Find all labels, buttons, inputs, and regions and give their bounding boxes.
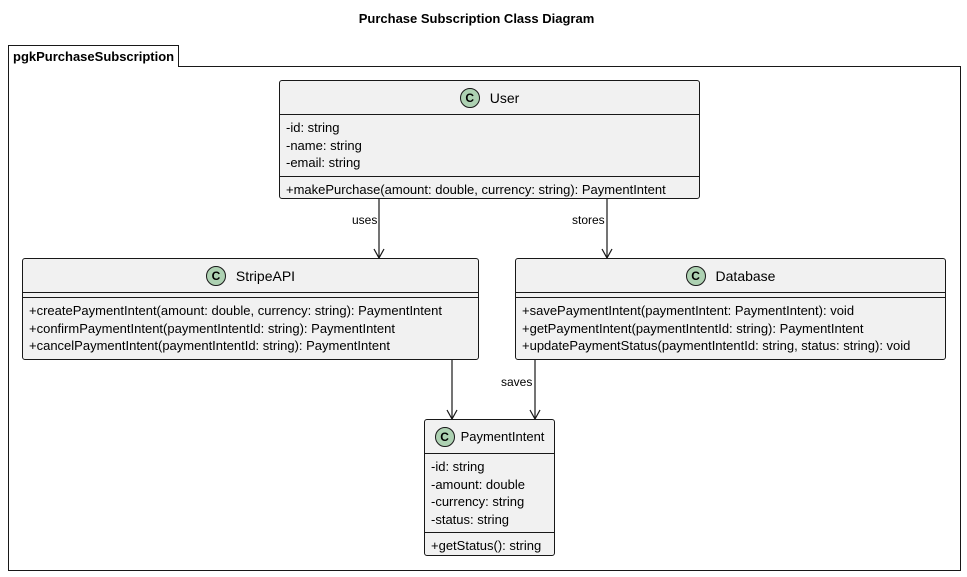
class-attribute: -amount: double — [431, 476, 525, 492]
class-method: +savePaymentIntent(paymentIntent: Paymen… — [522, 303, 855, 318]
relation-label-uses: uses — [352, 213, 378, 227]
class-attribute: -id: string — [286, 120, 340, 135]
class-methods: +getStatus(): string — [425, 533, 554, 559]
class-stripeapi: C StripeAPI +createPaymentIntent(amount:… — [22, 258, 479, 360]
class-method: +makePurchase(amount: double, currency: … — [286, 181, 666, 197]
class-attributes — [23, 293, 478, 298]
class-header: C StripeAPI — [23, 259, 478, 293]
class-attribute: -status: string — [431, 511, 510, 527]
class-header: C PaymentIntent — [425, 420, 554, 454]
relation-label-stores: stores — [572, 213, 605, 227]
class-icon: C — [685, 265, 706, 286]
class-method: +confirmPaymentIntent(paymentIntentId: s… — [29, 320, 395, 336]
class-name: Database — [715, 267, 776, 284]
class-icon: C — [205, 265, 226, 286]
class-attribute: -currency: string — [431, 494, 525, 509]
class-methods: +savePaymentIntent(paymentIntent: Paymen… — [516, 298, 945, 359]
class-icon: C — [434, 426, 455, 447]
class-method: +createPaymentIntent(amount: double, cur… — [29, 303, 442, 318]
class-attribute: -id: string — [431, 459, 485, 474]
class-method: +updatePaymentStatus(paymentIntentId: st… — [522, 338, 911, 353]
class-method: +cancelPaymentIntent(paymentIntentId: st… — [29, 338, 390, 353]
relation-label-saves: saves — [501, 375, 533, 389]
package-name: pgkPurchaseSubscription — [8, 45, 180, 67]
class-header: C Database — [516, 259, 945, 293]
class-user: C User -id: string -name: string -email:… — [279, 80, 700, 199]
class-database: C Database +savePaymentIntent(paymentInt… — [515, 258, 946, 360]
class-name: User — [489, 89, 520, 106]
class-name: PaymentIntent — [460, 429, 545, 444]
class-method: +getPaymentIntent(paymentIntentId: strin… — [522, 320, 864, 336]
class-attributes: -id: string -amount: double -currency: s… — [425, 454, 554, 533]
class-paymentintent: C PaymentIntent -id: string -amount: dou… — [424, 419, 555, 556]
package-frame — [8, 66, 961, 571]
class-method: +getStatus(): string — [431, 538, 542, 553]
class-icon: C — [459, 87, 480, 108]
diagram-title: Purchase Subscription Class Diagram — [358, 11, 595, 26]
class-name: StripeAPI — [235, 267, 296, 284]
class-methods: +createPaymentIntent(amount: double, cur… — [23, 298, 478, 359]
class-attributes — [516, 293, 945, 298]
class-attributes: -id: string -name: string -email: string — [280, 115, 699, 177]
class-header: C User — [280, 81, 699, 115]
class-attribute: -name: string — [286, 137, 362, 153]
class-methods: +makePurchase(amount: double, currency: … — [280, 177, 699, 203]
class-attribute: -email: string — [286, 155, 361, 170]
